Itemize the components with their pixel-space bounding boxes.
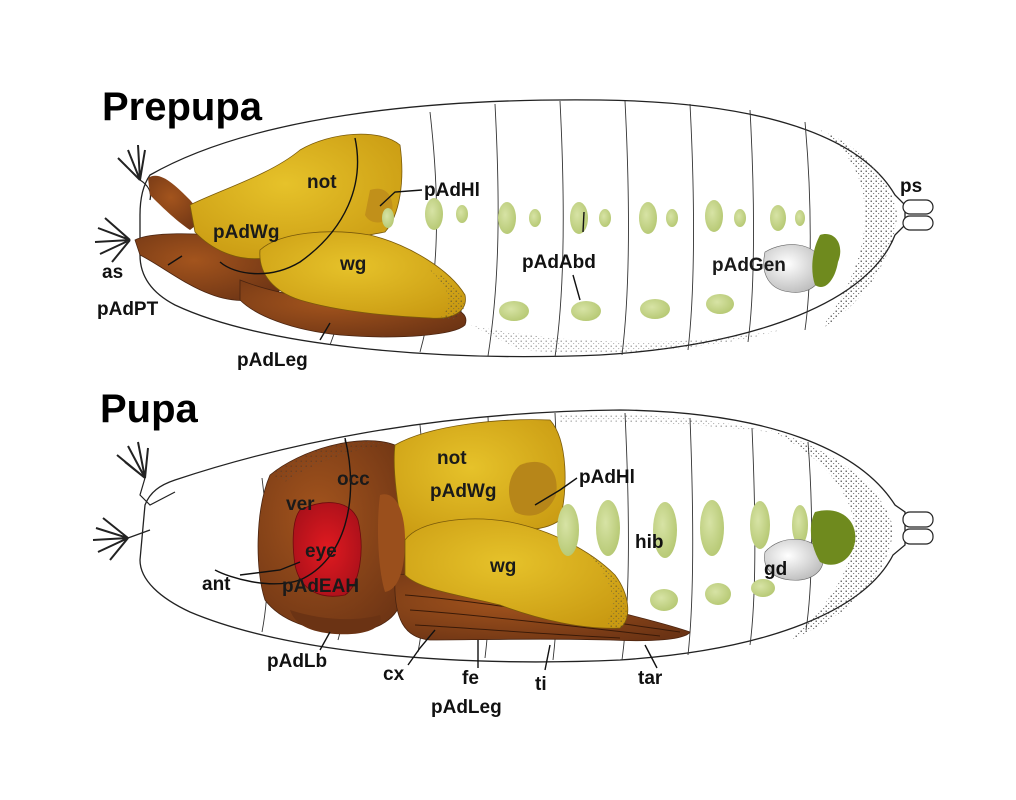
prepupa-panel: Prepupa xyxy=(94,85,934,371)
pupa-label-wg: wg xyxy=(489,556,516,577)
pupa-wg-stipple xyxy=(590,555,627,629)
prepupa-anterior-spiracle-upper xyxy=(117,144,152,201)
pupa-label-occ: occ xyxy=(337,469,370,490)
pupa-leader-lines xyxy=(239,477,658,671)
pupa-anterior-spiracle-lower xyxy=(92,517,151,561)
prepupa-body-outline xyxy=(139,99,906,358)
pupa-pAdLb-region xyxy=(290,610,381,635)
prepupa-label-wg: wg xyxy=(339,254,366,275)
pupa-label-fe: fe xyxy=(462,668,479,689)
prepupa-label-pAdPT: pAdPT xyxy=(97,299,159,320)
prepupa-label-as: as xyxy=(102,262,123,283)
prepupa-label-pAdWg: pAdWg xyxy=(213,222,279,243)
prepupa-label-not: not xyxy=(307,172,337,193)
pupa-label-eye: eye xyxy=(305,541,337,562)
pupa-label-pAdEAH: pAdEAH xyxy=(282,576,359,597)
prepupa-upper-arm xyxy=(148,175,205,230)
prepupa-label-pAdLeg: pAdLeg xyxy=(237,350,308,371)
pupa-head-curve xyxy=(214,437,352,585)
pupa-label-tar: tar xyxy=(638,668,663,689)
pupa-label-pAdHl: pAdHl xyxy=(579,467,635,488)
prepupa-leader-lines xyxy=(167,189,585,341)
prepupa-title: Prepupa xyxy=(102,85,263,129)
prepupa-label-ps: ps xyxy=(900,176,922,197)
prepupa-label-pAdGen: pAdGen xyxy=(712,255,786,276)
pupa-gd-disc xyxy=(764,510,856,581)
prepupa-pAdGen-disc xyxy=(763,234,841,293)
pupa-label-ti: ti xyxy=(535,674,547,695)
pupa-label-hib: hib xyxy=(635,532,664,553)
prepupa-stipple-posterior xyxy=(820,130,897,330)
pupa-title: Pupa xyxy=(100,387,199,431)
pupa-label-ant: ant xyxy=(202,574,231,595)
pupa-label-ver: ver xyxy=(286,494,315,515)
pupa-stipple-dorsal xyxy=(560,414,770,432)
prepupa-label-pAdAbd: pAdAbd xyxy=(522,252,596,273)
prepupa-label-pAdHl: pAdHl xyxy=(424,180,480,201)
pupa-pAdHl-region xyxy=(508,461,557,516)
pupa-label-gd: gd xyxy=(764,559,787,580)
pupa-thorax-side xyxy=(377,494,405,592)
pupa-label-pAdLeg: pAdLeg xyxy=(431,697,502,718)
pupa-label-pAdLb: pAdLb xyxy=(267,651,327,672)
pupa-hib-histoblasts xyxy=(557,500,808,611)
prepupa-wg-stipple xyxy=(430,270,465,320)
prepupa-stipple-ventral xyxy=(470,325,780,353)
pupa-stipple-posterior xyxy=(770,430,893,640)
pupa-posterior-spiracles xyxy=(902,511,934,545)
pupa-anterior-spiracle-upper xyxy=(116,441,176,506)
pupa-panel: Pupa xyxy=(92,387,934,718)
prepupa-notum-curve xyxy=(219,137,359,275)
prepupa-pAdAbd-histoblasts xyxy=(382,198,805,321)
pupa-label-pAdWg: pAdWg xyxy=(430,481,496,502)
pupa-head-stipple xyxy=(270,440,395,482)
pupa-label-not: not xyxy=(437,448,467,469)
prepupa-anterior-spiracle-lower xyxy=(94,217,131,263)
prepupa-posterior-spiracles xyxy=(902,199,934,231)
pupa-label-cx: cx xyxy=(383,664,405,685)
